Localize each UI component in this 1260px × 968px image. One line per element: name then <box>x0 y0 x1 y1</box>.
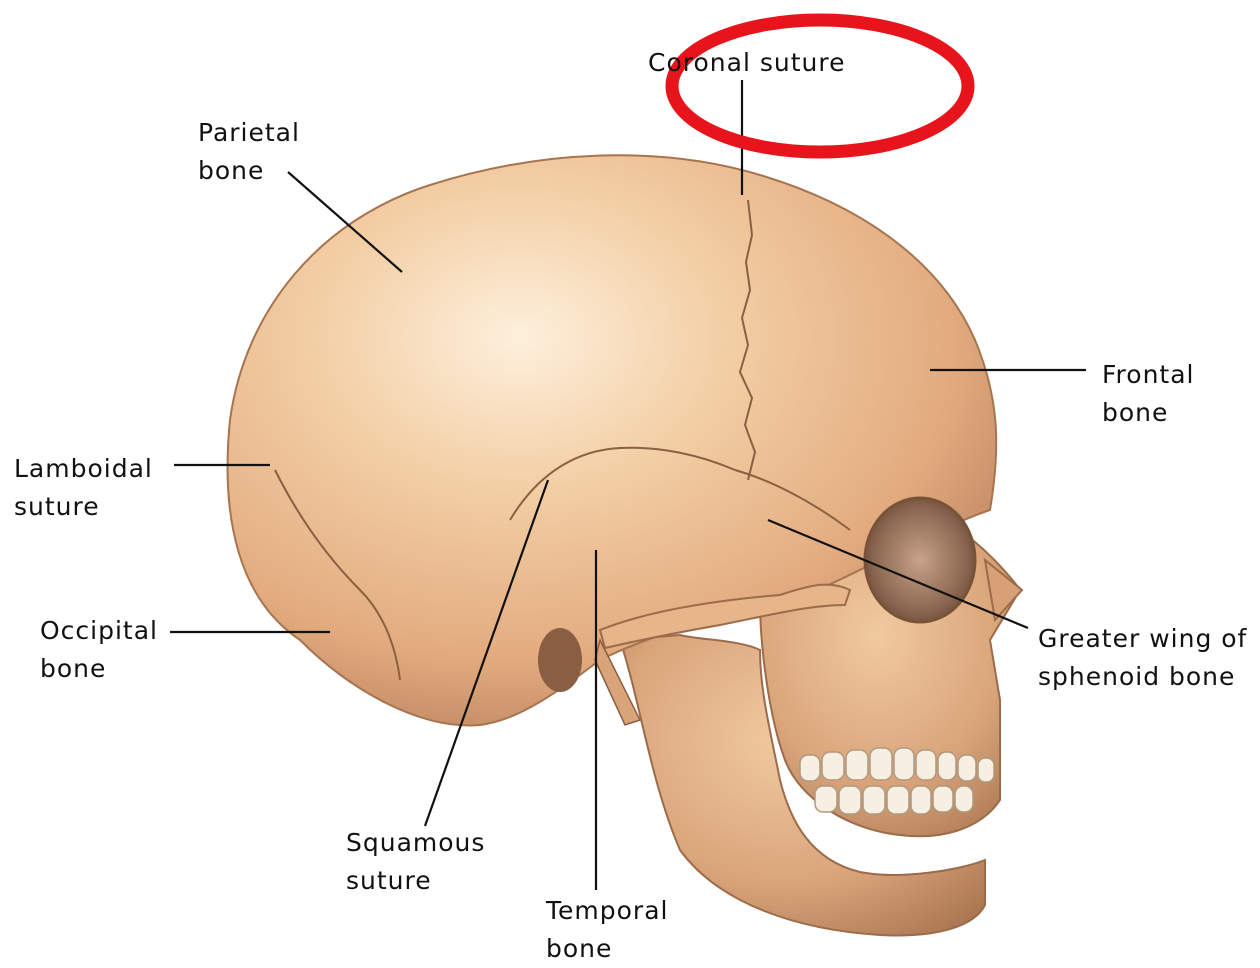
highlight-ring <box>672 20 968 152</box>
label-greater-wing-sphenoid: Greater wing of sphenoid bone <box>1038 620 1247 696</box>
label-lamboidal-suture: Lamboidal suture <box>14 450 153 526</box>
label-coronal-line1: Coronal suture <box>648 44 845 82</box>
label-temporal-bone: Temporal bone <box>546 892 668 968</box>
label-frontal-line1: Frontal <box>1102 356 1195 394</box>
label-squamous-line2: suture <box>346 862 485 900</box>
label-squamous-line1: Squamous <box>346 824 485 862</box>
label-temporal-line2: bone <box>546 930 668 968</box>
label-frontal-bone: Frontal bone <box>1102 356 1195 432</box>
label-lamboidal-line2: suture <box>14 488 153 526</box>
label-sphenoid-line1: Greater wing of <box>1038 620 1247 658</box>
label-parietal-line2: bone <box>198 152 300 190</box>
label-occipital-line2: bone <box>40 650 158 688</box>
label-occipital-line1: Occipital <box>40 612 158 650</box>
label-lamboidal-line1: Lamboidal <box>14 450 153 488</box>
orbit <box>865 498 975 622</box>
label-parietal-line1: Parietal <box>198 114 300 152</box>
label-frontal-line2: bone <box>1102 394 1195 432</box>
label-sphenoid-line2: sphenoid bone <box>1038 658 1247 696</box>
label-squamous-suture: Squamous suture <box>346 824 485 900</box>
label-coronal-suture: Coronal suture <box>648 44 845 82</box>
label-temporal-line1: Temporal <box>546 892 668 930</box>
label-occipital-bone: Occipital bone <box>40 612 158 688</box>
label-parietal-bone: Parietal bone <box>198 114 300 190</box>
